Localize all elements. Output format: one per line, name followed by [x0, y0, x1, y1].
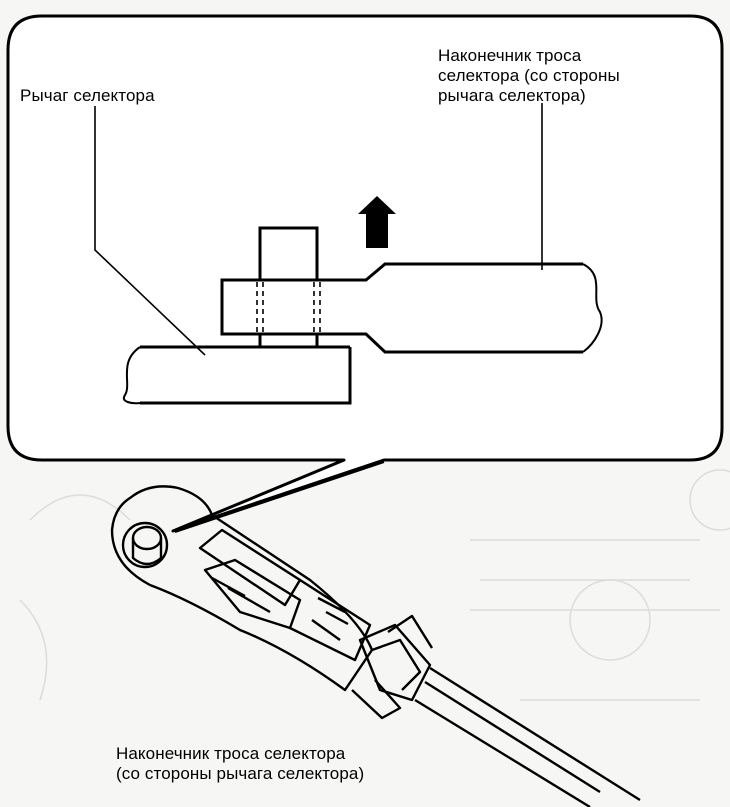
- selector-pin-top: [258, 226, 319, 280]
- selector-pin-base: [258, 334, 319, 347]
- cable-end-label-top: Наконечник троса селектора (со стороны р…: [438, 46, 620, 105]
- cable-end-label-bottom: Наконечник троса селектора (со стороны р…: [116, 744, 365, 783]
- shifter-assembly-drawing: [110, 485, 641, 807]
- leader-line-lever: [94, 106, 206, 356]
- arrow-up-icon: [358, 196, 396, 248]
- selector-lever-break: [122, 346, 141, 405]
- detail-pointer: [174, 459, 385, 533]
- cable-end-shape: [220, 262, 583, 354]
- selector-lever-label: Рычаг селектора: [20, 86, 155, 105]
- selector-lever-shape: [140, 345, 352, 405]
- cable-end-break: [582, 263, 603, 353]
